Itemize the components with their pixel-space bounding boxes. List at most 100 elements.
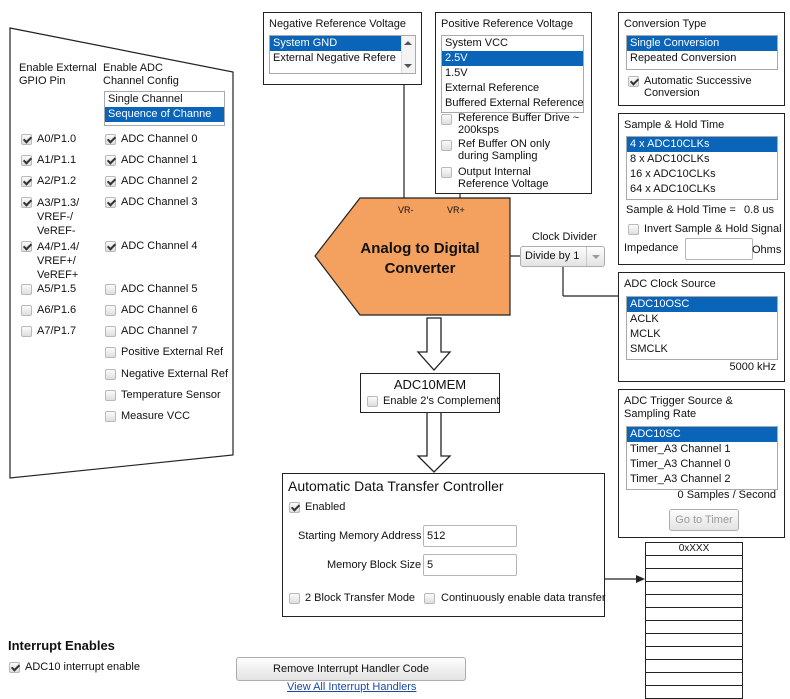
- starting-address-label: Starting Memory Address: [298, 530, 422, 542]
- positive-ext-ref-checkbox[interactable]: [105, 347, 116, 358]
- block-size-input[interactable]: 5: [423, 554, 517, 576]
- clock-option-mclk[interactable]: MCLK: [630, 328, 661, 340]
- positive-ext-ref-label: Positive External Ref: [121, 346, 224, 358]
- interrupt-enables-title: Interrupt Enables: [8, 638, 115, 653]
- auto-successive-label: Automatic Successive Conversion: [644, 75, 752, 99]
- pin-a5-checkbox[interactable]: [21, 284, 32, 295]
- pin-a4-label: A4/P1.4/ VREF+/ VeREF+: [37, 241, 80, 281]
- scroll-down-icon[interactable]: [404, 64, 412, 68]
- sample-hold-option-8[interactable]: 8 x ADC10CLKs: [630, 153, 710, 165]
- channel-6-label: ADC Channel 6: [121, 304, 198, 316]
- auto-successive-checkbox[interactable]: [628, 76, 639, 87]
- channel-0-checkbox[interactable]: [105, 134, 116, 145]
- channel-4-checkbox[interactable]: [105, 241, 116, 252]
- output-ref-checkbox[interactable]: [441, 167, 452, 178]
- config-option-single[interactable]: Single Channel: [108, 93, 183, 105]
- pos-ref-option-vcc[interactable]: System VCC: [445, 37, 508, 49]
- memory-table-header: 0xXXX: [646, 543, 742, 556]
- pin-a5-label: A5/P1.5: [37, 283, 77, 295]
- starting-address-input[interactable]: 512: [423, 525, 517, 547]
- channel-6-checkbox[interactable]: [105, 305, 116, 316]
- pin-a6-checkbox[interactable]: [21, 305, 32, 316]
- config-option-sequence[interactable]: Sequence of Channe: [105, 107, 224, 122]
- conversion-option-repeated[interactable]: Repeated Conversion: [630, 52, 737, 64]
- pin-a4-checkbox[interactable]: [21, 241, 32, 252]
- impedance-input[interactable]: [685, 238, 753, 260]
- pin-a0-checkbox[interactable]: [21, 134, 32, 145]
- pos-ref-option-external[interactable]: External Reference: [445, 82, 540, 94]
- clock-source-list[interactable]: ADC10OSC ACLK MCLK SMCLK: [626, 296, 778, 360]
- impedance-unit: Ohms: [752, 244, 782, 256]
- channel-2-label: ADC Channel 2: [121, 175, 198, 187]
- adc10mem-title: ADC10MEM: [393, 377, 467, 392]
- clock-option-smclk[interactable]: SMCLK: [630, 343, 668, 355]
- clock-option-adc10osc[interactable]: ADC10OSC: [627, 297, 777, 312]
- positive-reference-list[interactable]: System VCC 2.5V 1.5V External Reference …: [441, 35, 584, 113]
- invert-sample-hold-checkbox[interactable]: [628, 224, 639, 235]
- pin-a0-label: A0/P1.0: [37, 133, 77, 145]
- pin-a1-label: A1/P1.1: [37, 154, 77, 166]
- pin-a3-checkbox[interactable]: [21, 197, 32, 208]
- channel-2-checkbox[interactable]: [105, 176, 116, 187]
- trigger-option-ta3-ch2[interactable]: Timer_A3 Channel 2: [630, 473, 731, 485]
- pin-a7-checkbox[interactable]: [21, 326, 32, 337]
- adc10-interrupt-checkbox[interactable]: [9, 662, 20, 673]
- conversion-type-list[interactable]: Single Conversion Repeated Conversion: [626, 35, 778, 70]
- twos-complement-checkbox[interactable]: [367, 396, 378, 407]
- scroll-up-icon[interactable]: [404, 41, 412, 45]
- temperature-sensor-label: Temperature Sensor: [121, 389, 221, 401]
- memory-cell: [646, 673, 742, 686]
- continuous-transfer-label: Continuously enable data transfer: [441, 592, 606, 604]
- go-to-timer-button[interactable]: Go to Timer: [669, 509, 739, 531]
- clock-source-title: ADC Clock Source: [624, 278, 716, 290]
- pin-a3-label: A3/P1.3/ VREF-/ VeREF-: [37, 197, 80, 237]
- sample-hold-time-label: Sample & Hold Time =: [626, 204, 736, 216]
- ref-buffer-on-checkbox[interactable]: [441, 140, 452, 151]
- conversion-option-single[interactable]: Single Conversion: [627, 36, 777, 51]
- neg-ref-option-external[interactable]: External Negative Refere: [273, 52, 396, 64]
- continuous-transfer-checkbox[interactable]: [424, 593, 435, 604]
- memory-cell: [646, 647, 742, 660]
- negative-reference-panel: Negative Reference Voltage System GND Ex…: [263, 12, 422, 85]
- neg-ref-option-gnd[interactable]: System GND: [270, 36, 401, 51]
- pos-ref-option-1v5[interactable]: 1.5V: [445, 67, 468, 79]
- positive-reference-panel: Positive Reference Voltage System VCC 2.…: [435, 12, 592, 194]
- two-block-checkbox[interactable]: [289, 593, 300, 604]
- dtc-enabled-checkbox[interactable]: [289, 502, 300, 513]
- pin-a1-checkbox[interactable]: [21, 155, 32, 166]
- trigger-panel: ADC Trigger Source & Sampling Rate ADC10…: [618, 389, 785, 538]
- enable-adc-title: Enable ADC Channel Config: [103, 62, 179, 87]
- trigger-list[interactable]: ADC10SC Timer_A3 Channel 1 Timer_A3 Chan…: [626, 426, 778, 490]
- ref-buffer-on-label: Ref Buffer ON only during Sampling: [458, 138, 551, 162]
- ref-buffer-drive-label: Reference Buffer Drive ~ 200ksps: [458, 112, 580, 136]
- trigger-option-adc10sc[interactable]: ADC10SC: [627, 427, 777, 442]
- measure-vcc-checkbox[interactable]: [105, 411, 116, 422]
- pos-ref-option-buffered[interactable]: Buffered External Reference: [445, 97, 584, 109]
- sample-hold-list[interactable]: 4 x ADC10CLKs 8 x ADC10CLKs 16 x ADC10CL…: [626, 136, 778, 200]
- memory-cell: [646, 595, 742, 608]
- channel-config-list[interactable]: Single Channel Sequence of Channe: [104, 91, 225, 126]
- clock-divider-select[interactable]: Divide by 1: [520, 246, 605, 267]
- channel-7-checkbox[interactable]: [105, 326, 116, 337]
- pin-a7-label: A7/P1.7: [37, 325, 77, 337]
- channel-3-checkbox[interactable]: [105, 197, 116, 208]
- neg-ref-scrollbar[interactable]: [401, 36, 415, 73]
- negative-reference-list[interactable]: System GND External Negative Refere: [269, 35, 416, 74]
- channel-5-checkbox[interactable]: [105, 284, 116, 295]
- pin-a2-checkbox[interactable]: [21, 176, 32, 187]
- pos-ref-option-2v5[interactable]: 2.5V: [442, 51, 583, 66]
- sample-hold-option-16[interactable]: 16 x ADC10CLKs: [630, 168, 716, 180]
- sample-hold-option-64[interactable]: 64 x ADC10CLKs: [630, 183, 716, 195]
- sample-hold-option-4[interactable]: 4 x ADC10CLKs: [627, 137, 777, 152]
- ref-buffer-drive-checkbox[interactable]: [441, 114, 452, 125]
- remove-interrupt-button[interactable]: Remove Interrupt Handler Code: [236, 657, 466, 681]
- channel-1-checkbox[interactable]: [105, 155, 116, 166]
- clock-option-aclk[interactable]: ACLK: [630, 313, 659, 325]
- trigger-option-ta3-ch1[interactable]: Timer_A3 Channel 1: [630, 443, 731, 455]
- negative-ext-ref-checkbox[interactable]: [105, 369, 116, 380]
- trigger-option-ta3-ch0[interactable]: Timer_A3 Channel 0: [630, 458, 731, 470]
- temperature-sensor-checkbox[interactable]: [105, 390, 116, 401]
- pin-a2-label: A2/P1.2: [37, 175, 77, 187]
- view-all-interrupts-link[interactable]: View All Interrupt Handlers: [287, 681, 417, 693]
